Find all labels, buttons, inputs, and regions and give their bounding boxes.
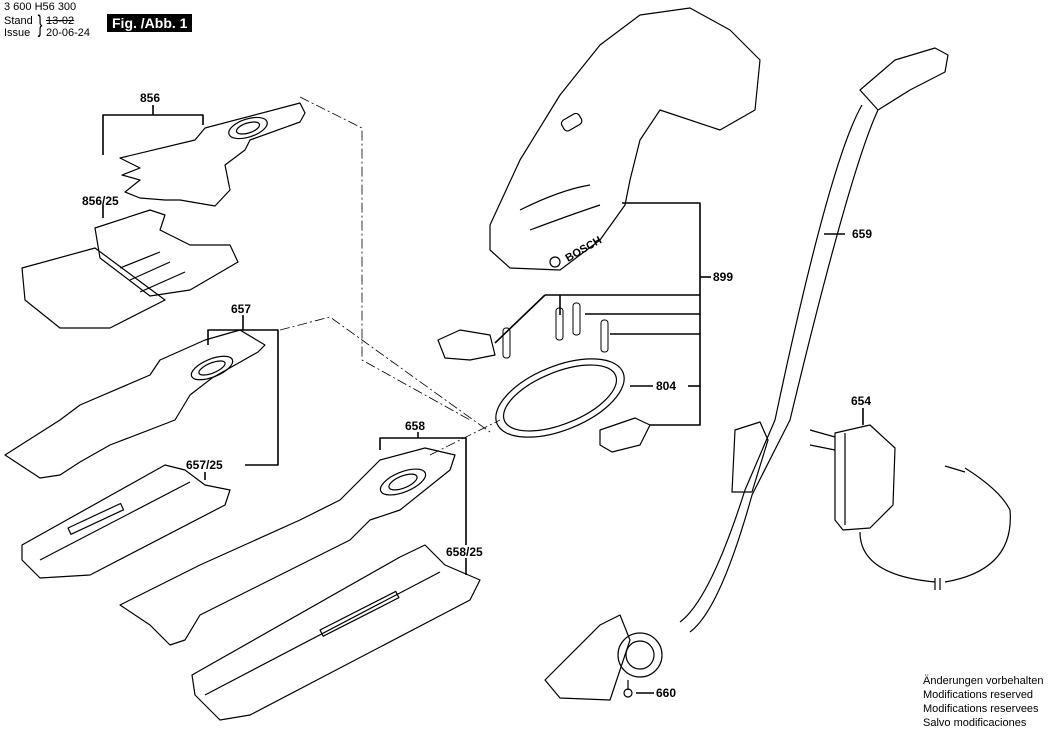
figure-title: Fig. /Abb. 1 bbox=[107, 14, 193, 32]
part-label-658: 658 bbox=[405, 419, 426, 433]
charger-654 bbox=[809, 424, 1011, 590]
footer-note-es: Salvo modificaciones bbox=[923, 717, 1027, 729]
part-label-657-25: 657/25 bbox=[186, 458, 223, 472]
document-number: 3 600 H56 300 bbox=[4, 1, 77, 13]
brand-logo: BOSCH bbox=[564, 234, 604, 264]
footer-note-en: Modifications reserved bbox=[923, 689, 1034, 701]
hedge-blade-657 bbox=[4, 329, 266, 479]
hedge-blade-658 bbox=[119, 447, 456, 646]
part-label-657: 657 bbox=[231, 302, 252, 316]
brace-icon: } bbox=[37, 11, 43, 38]
springs bbox=[502, 302, 609, 359]
part-label-654: 654 bbox=[851, 394, 872, 408]
clip-left bbox=[437, 329, 496, 361]
screw-660 bbox=[623, 680, 633, 698]
part-label-856: 856 bbox=[140, 91, 161, 105]
blade-holder-base-804 bbox=[495, 358, 625, 438]
issue-date: 20-06-24 bbox=[46, 27, 91, 39]
hedge-blade-guard-658-25 bbox=[191, 544, 481, 721]
stand-value-struck: 13-02 bbox=[46, 15, 75, 27]
footer-note-de: Änderungen vorbehalten bbox=[923, 675, 1044, 687]
part-label-856-25: 856/25 bbox=[82, 194, 119, 208]
stand-label: Stand bbox=[4, 15, 33, 27]
clip-right bbox=[599, 417, 651, 453]
part-label-659: 659 bbox=[852, 227, 873, 241]
hedge-blade-guard-657-25 bbox=[21, 464, 231, 579]
issue-label: Issue bbox=[4, 27, 31, 39]
housing-899 bbox=[489, 7, 761, 271]
part-label-658-25: 658/25 bbox=[446, 545, 483, 559]
part-label-899: 899 bbox=[713, 270, 734, 284]
shrub-blade-856 bbox=[119, 102, 306, 207]
leader-lines bbox=[102, 105, 864, 694]
part-label-660: 660 bbox=[656, 686, 677, 700]
footer-note-fr: Modifications reservees bbox=[923, 703, 1039, 715]
shrub-blade-guard-856-25 bbox=[21, 209, 239, 329]
part-label-804: 804 bbox=[656, 379, 677, 393]
telescopic-handle-659 bbox=[544, 47, 949, 701]
assembly-guide-lines bbox=[279, 96, 501, 456]
